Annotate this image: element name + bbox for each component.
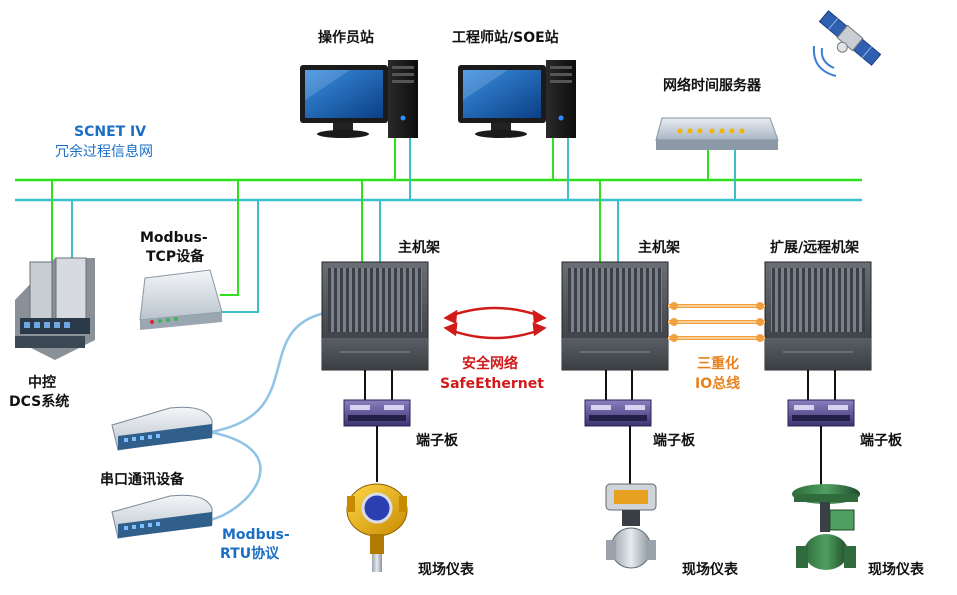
serial-cable: [209, 311, 326, 522]
label-dcs-2: DCS系统: [9, 394, 70, 410]
label-field-instrument-3: 现场仪表: [868, 562, 924, 578]
signal-wave-icon: [820, 47, 835, 69]
terminal-board-1: [343, 399, 411, 427]
label-terminal-board-3: 端子板: [860, 433, 902, 449]
label-network-name: SCNET IV: [74, 124, 147, 140]
scnet-bus: [15, 178, 862, 202]
operator-station-pc: [300, 60, 418, 138]
ball-valve-actuator: [605, 483, 657, 569]
main-rack-2: [561, 261, 669, 371]
time-server-device: [655, 117, 779, 150]
serial-device-1: [111, 406, 213, 451]
satellite-icon: [818, 10, 882, 66]
main-rack-1: [321, 261, 429, 371]
terminal-board-2: [584, 399, 652, 427]
label-engineer-station: 工程师站/SOE站: [452, 30, 559, 46]
label-field-instrument-1: 现场仪表: [418, 562, 474, 578]
pressure-transmitter: [346, 483, 408, 572]
station-drops: [51, 135, 736, 313]
label-modbus-rtu-1: Modbus-: [222, 527, 290, 543]
rack-terminal-wires: [364, 370, 836, 400]
extension-rack: [764, 261, 872, 371]
modbus-tcp-device: [139, 269, 223, 330]
engineer-station-pc: [458, 60, 576, 138]
control-valve: [792, 484, 860, 570]
safe-ethernet-arrows: [443, 306, 547, 340]
label-terminal-board-1: 端子板: [416, 433, 458, 449]
label-main-rack-2: 主机架: [638, 240, 680, 256]
label-dcs-1: 中控: [28, 375, 56, 391]
label-network-desc: 冗余过程信息网: [55, 144, 153, 160]
dcs-controller-device: [15, 257, 95, 360]
label-safe-network: 安全网络: [462, 356, 518, 372]
label-safe-ethernet: SafeEthernet: [440, 376, 544, 392]
terminal-board-3: [787, 399, 855, 427]
label-main-rack-1: 主机架: [398, 240, 440, 256]
label-io-bus: IO总线: [695, 376, 741, 392]
serial-device-2: [111, 494, 213, 539]
label-modbus-tcp-1: Modbus-: [140, 230, 208, 246]
triple-io-bus: [668, 302, 765, 342]
label-operator-station: 操作员站: [318, 30, 374, 46]
label-serial-device: 串口通讯设备: [100, 472, 184, 488]
label-time-server: 网络时间服务器: [663, 78, 761, 94]
label-modbus-rtu-2: RTU协议: [220, 546, 280, 562]
label-terminal-board-2: 端子板: [653, 433, 695, 449]
terminal-field-wires: [376, 426, 822, 485]
label-field-instrument-2: 现场仪表: [682, 562, 738, 578]
label-extension-rack: 扩展/远程机架: [770, 240, 860, 256]
label-modbus-tcp-2: TCP设备: [146, 249, 205, 265]
label-triple: 三重化: [697, 356, 739, 372]
